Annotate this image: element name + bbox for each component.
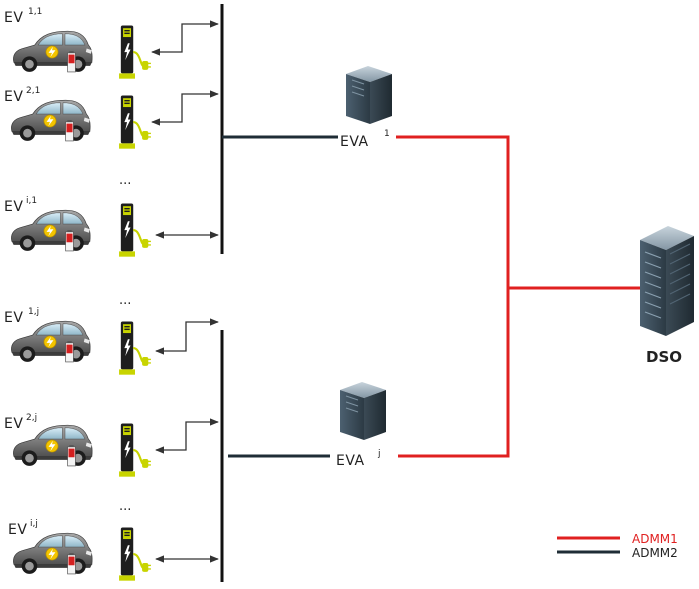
legend-label-admm2: ADMM2 bbox=[632, 546, 678, 560]
ev-label-sup: 1,1 bbox=[28, 7, 42, 17]
aggregator-eva1: EVA 1 bbox=[340, 66, 392, 150]
ev-label-sup: i,1 bbox=[26, 196, 37, 206]
charging-station-icon bbox=[117, 202, 153, 258]
charging-station-icon bbox=[117, 24, 153, 80]
admm1-network bbox=[396, 135, 640, 458]
ev-label-base: EV bbox=[8, 522, 27, 538]
charging-station-icon bbox=[117, 320, 153, 376]
ev-label-sup: i,j bbox=[30, 519, 38, 529]
bidirectional-arrow bbox=[151, 90, 219, 126]
ev-label-base: EV bbox=[4, 310, 23, 326]
ev-label-base: EV bbox=[4, 416, 23, 432]
eva-label-base: EVA bbox=[340, 134, 369, 150]
ev-label-sup: 1,j bbox=[28, 307, 39, 317]
dso-server: DSO bbox=[640, 226, 694, 366]
bidirectional-arrow bbox=[155, 418, 219, 454]
electric-car-icon bbox=[10, 209, 91, 252]
server-rack-icon bbox=[640, 226, 694, 336]
charging-station-icon bbox=[117, 94, 153, 150]
electric-car-icon bbox=[12, 424, 93, 467]
electric-car-icon bbox=[12, 30, 93, 73]
server-icon bbox=[340, 382, 386, 440]
ev-cluster-j: EV 1,j EV 2,j ... EV i,j bbox=[4, 307, 224, 582]
ellipsis: ... bbox=[119, 499, 131, 514]
ev-label-sup: 2,j bbox=[26, 413, 37, 423]
ev-cluster-1: EV 1,1 EV 2,1 ... EV i,1 bbox=[4, 4, 224, 258]
electric-car-icon bbox=[12, 532, 93, 575]
eva-label-sup: j bbox=[377, 449, 381, 459]
ev-label-base: EV bbox=[4, 199, 23, 215]
bidirectional-arrow bbox=[155, 318, 219, 355]
admm1-link-evas bbox=[396, 135, 510, 458]
electric-car-icon bbox=[10, 320, 91, 363]
ev-label-sup: 2,1 bbox=[26, 86, 40, 96]
electric-car-icon bbox=[10, 99, 91, 142]
bidirectional-arrow bbox=[151, 20, 219, 56]
ev-label-base: EV bbox=[4, 10, 23, 26]
ev-label-base: EV bbox=[4, 89, 23, 105]
server-icon bbox=[346, 66, 392, 124]
eva-label-base: EVA bbox=[336, 453, 365, 469]
charging-station-icon bbox=[117, 526, 153, 582]
dso-label: DSO bbox=[646, 348, 682, 366]
eva-label-sup: 1 bbox=[384, 129, 390, 139]
legend-label-admm1: ADMM1 bbox=[632, 532, 678, 546]
ellipsis: ... bbox=[119, 293, 131, 308]
aggregator-evaj: EVA j bbox=[336, 382, 386, 469]
charging-station-icon bbox=[117, 422, 153, 478]
ellipsis: ... bbox=[119, 173, 131, 188]
legend: ADMM1 ADMM2 bbox=[557, 532, 678, 560]
